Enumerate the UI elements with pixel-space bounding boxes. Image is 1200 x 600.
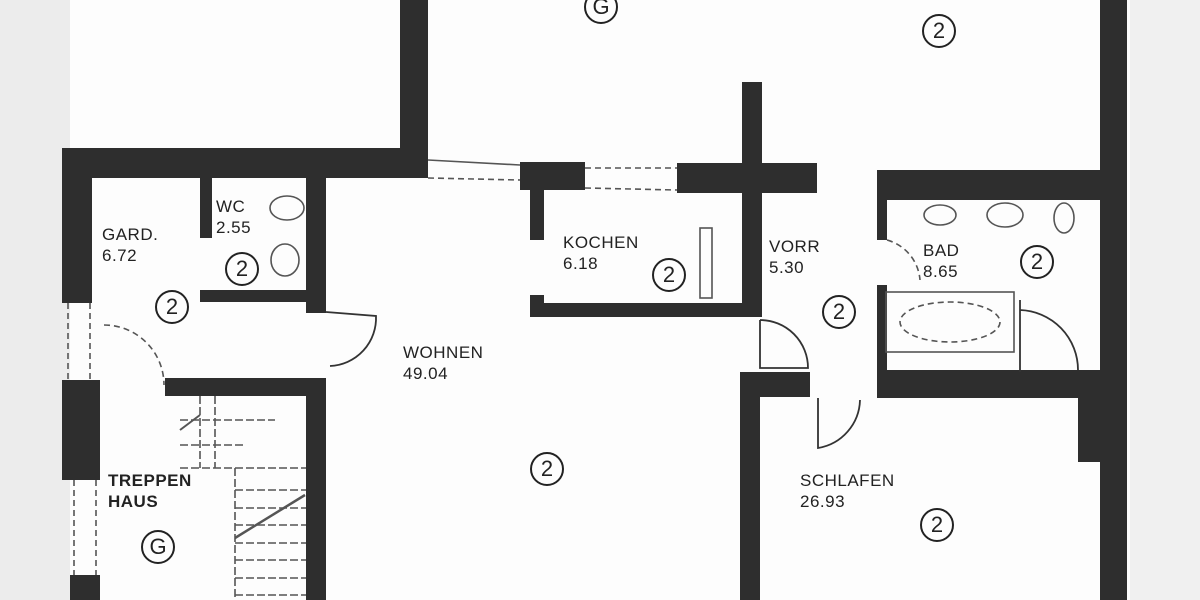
room-treppenhaus-badge: G [141, 530, 175, 564]
walls [62, 0, 1127, 600]
room-vorr-label: VORR 5.30 [769, 236, 820, 278]
room-wohnen-label: WOHNEN 49.04 [403, 342, 483, 384]
room-name: WC [216, 197, 246, 216]
room-name: WOHNEN [403, 343, 484, 362]
room-area: 6.18 [563, 254, 599, 273]
room-name: GARD. [102, 225, 159, 244]
room-bad-badge: 2 [1020, 245, 1054, 279]
room-area: 2.55 [216, 218, 252, 237]
room-area: 8.65 [923, 262, 959, 281]
staircase [179, 396, 306, 600]
top-left-room-badge: G [584, 0, 618, 24]
room-wc-label: WC 2.55 [216, 196, 251, 238]
room-vorr-badge: 2 [822, 295, 856, 329]
room-name: KOCHEN [563, 233, 639, 252]
room-schlafen-badge: 2 [920, 508, 954, 542]
room-kochen-label: KOCHEN 6.18 [563, 232, 639, 274]
room-name-line1: TREPPEN [108, 471, 192, 490]
room-wc-badge: 2 [225, 252, 259, 286]
fixtures [269, 195, 1075, 353]
room-name: SCHLAFEN [800, 471, 895, 490]
room-bad-label: BAD 8.65 [923, 240, 959, 282]
room-area: 49.04 [403, 364, 449, 383]
room-name-line2: HAUS [108, 492, 159, 511]
room-area: 6.72 [102, 246, 138, 265]
doors [103, 239, 1079, 450]
room-gard-badge: 2 [155, 290, 189, 324]
room-area: 26.93 [800, 492, 846, 511]
room-wohnen-badge: 2 [530, 452, 564, 486]
room-gard-label: GARD. 6.72 [102, 224, 158, 266]
room-kochen-badge: 2 [652, 258, 686, 292]
windows [67, 159, 678, 575]
room-name: VORR [769, 237, 821, 256]
room-schlafen-label: SCHLAFEN 26.93 [800, 470, 895, 512]
room-name: BAD [923, 241, 960, 260]
room-area: 5.30 [769, 258, 805, 277]
top-right-room-badge: 2 [922, 14, 956, 48]
room-treppenhaus-label: TREPPEN HAUS [108, 470, 192, 512]
